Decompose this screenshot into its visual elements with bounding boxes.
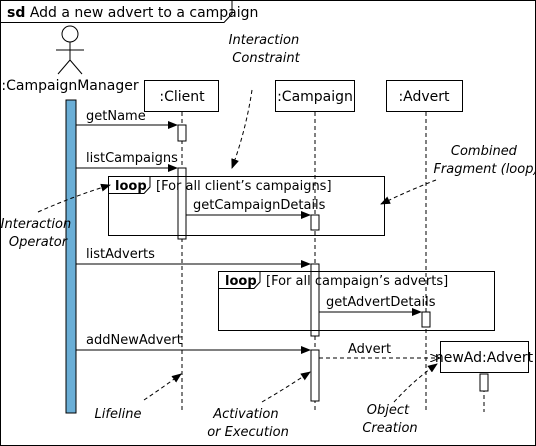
client-activation-1 [177, 124, 187, 142]
new-advert-label: newAd:Advert [435, 350, 534, 366]
lifeline-advert-box [386, 80, 463, 112]
loop-guard-1: [For all client’s campaigns] [156, 179, 332, 194]
annotation-activation: Activation or Execution [207, 407, 289, 440]
message-add-new-advert-label: addNewAdvert [86, 333, 182, 348]
loop-fragment-campaigns [108, 176, 385, 236]
lifeline-client-label: :Client [159, 89, 205, 105]
annotation-arrow-creation [393, 363, 438, 403]
actor-activation-bar [65, 99, 77, 414]
loop-operator-1: loop [115, 179, 147, 194]
lifeline-campaign-label: :Campaign [277, 89, 353, 105]
frame-title-tab [0, 0, 233, 23]
loop-guard-2: [For all campaign’s adverts] [266, 274, 448, 289]
annotation-interaction-operator: Interaction Operator [1, 217, 76, 250]
advert-activation [421, 311, 431, 328]
new-advert-activation [479, 373, 489, 392]
message-get-advert-details-label: getAdvertDetails [326, 295, 436, 310]
annotation-lifeline: Lifeline [95, 407, 142, 422]
annotation-arrow-operator [37, 183, 111, 213]
message-get-campaign-details-label: getCampaignDetails [193, 198, 326, 213]
lifeline-client-box [144, 80, 219, 112]
client-activation-2 [177, 167, 187, 240]
message-list-adverts-label: listAdverts [86, 247, 155, 262]
annotation-object-creation: Object Creation [362, 403, 417, 436]
loop-operator-tab-1 [108, 176, 151, 194]
actor-label: :CampaignManager [1, 78, 138, 94]
actor-icon [56, 25, 84, 75]
campaign-activation-1 [310, 214, 320, 231]
message-get-name-label: getName [86, 109, 146, 124]
lifeline-campaign-box [275, 80, 355, 112]
annotation-combined-fragment: Combined Fragment (loop) [433, 144, 536, 177]
new-advert-box [440, 341, 529, 373]
loop-operator-tab-2 [218, 271, 261, 289]
annotation-arrow-constraint [231, 89, 253, 169]
message-create-advert-label: Advert [348, 342, 391, 357]
annotation-interaction-constraint: Interaction Constraint [229, 33, 304, 66]
annotation-arrow-activation [261, 371, 311, 403]
annotation-arrow-lifeline [143, 373, 182, 401]
message-list-campaigns-label: listCampaigns [86, 151, 178, 166]
loop-fragment-adverts [218, 271, 495, 331]
campaign-activation-3 [310, 349, 320, 402]
frame-title: sd Add a new advert to a campaign [7, 5, 258, 21]
campaign-activation-2 [310, 263, 320, 337]
lifeline-advert-label: :Advert [398, 89, 450, 105]
loop-operator-2: loop [225, 274, 257, 289]
annotation-arrow-fragment [380, 179, 437, 205]
